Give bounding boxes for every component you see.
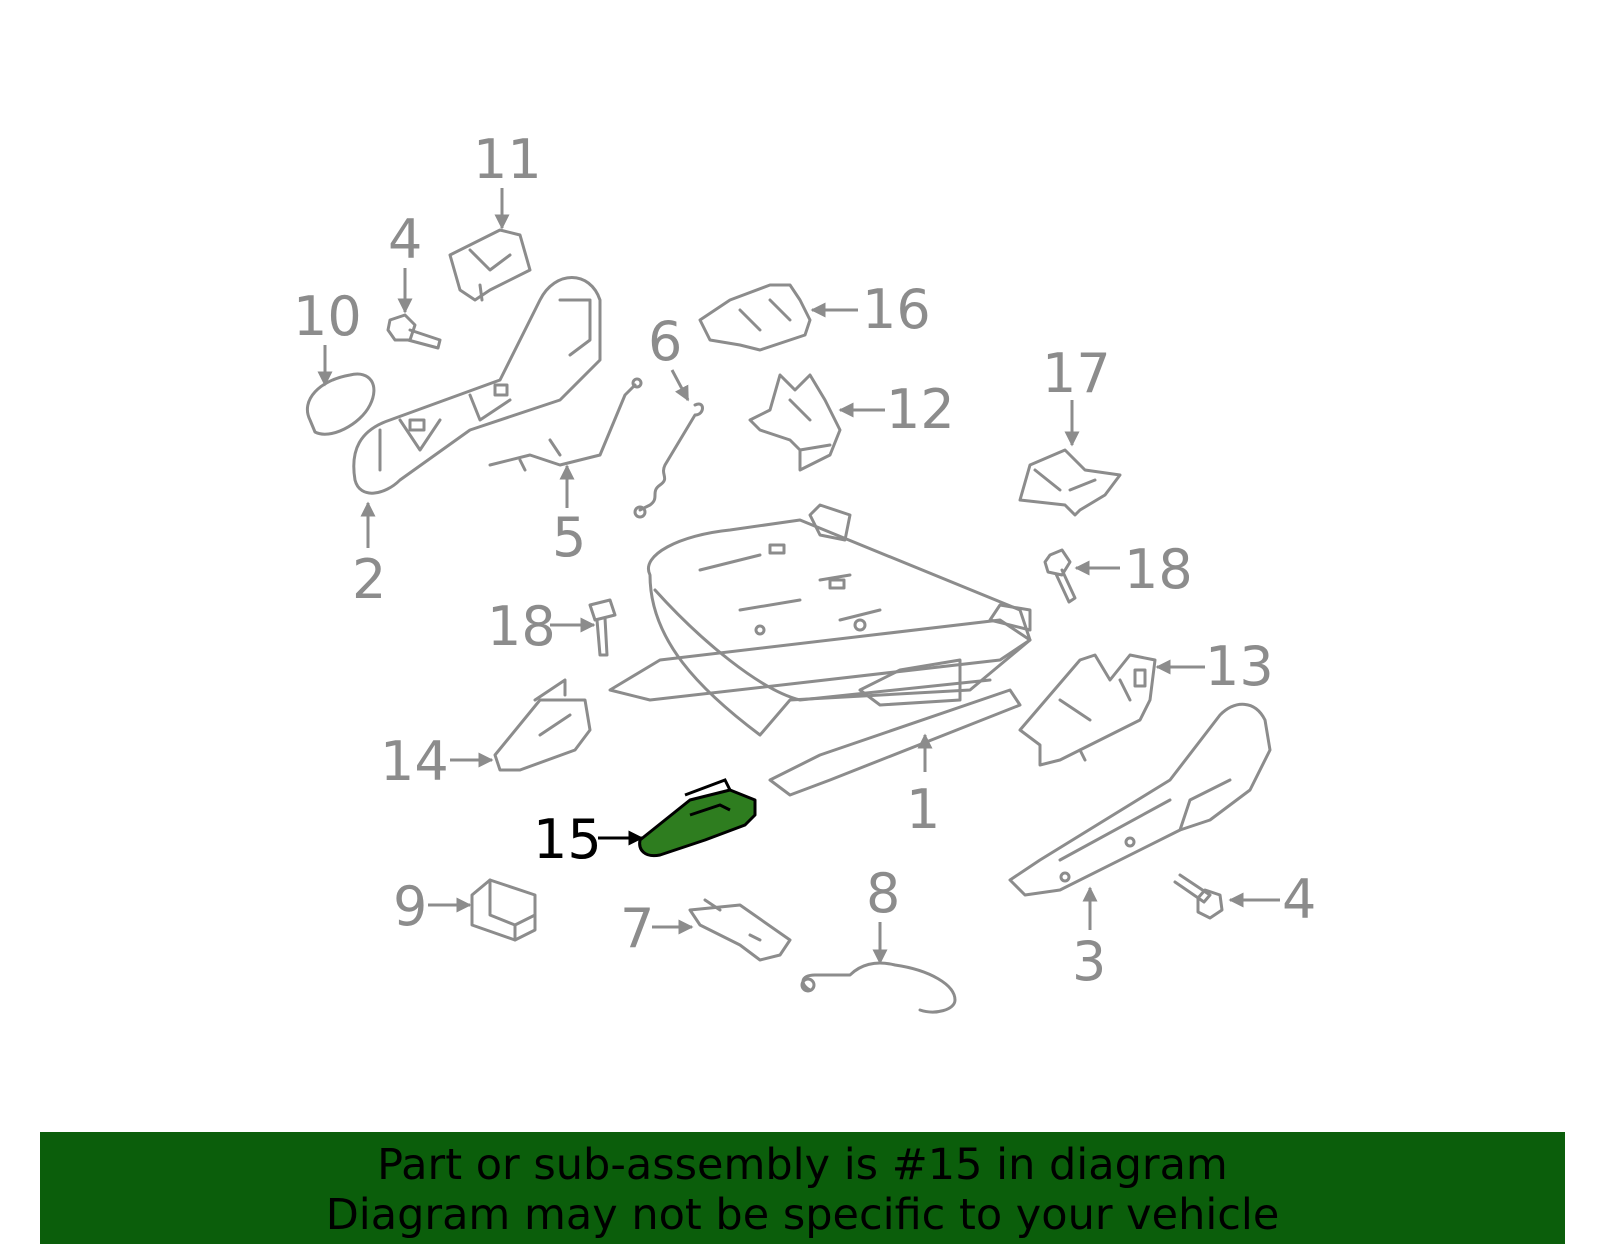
part-7-bracket (688, 898, 792, 962)
callout-2: 2 (352, 548, 386, 611)
callout-15: 15 (533, 808, 602, 871)
part-9-block (470, 878, 537, 942)
part-4-bolt-top (386, 313, 442, 350)
callout-17: 17 (1042, 342, 1111, 405)
info-banner: Part or sub-assembly is #15 in diagram D… (40, 1132, 1565, 1244)
callout-8: 8 (866, 862, 900, 925)
callout-13: 13 (1205, 635, 1274, 698)
callout-16: 16 (862, 278, 931, 341)
callout-5: 5 (552, 506, 586, 569)
part-18-bolt-left (588, 598, 617, 657)
part-11-bracket (448, 228, 532, 302)
callout-9: 9 (393, 875, 427, 938)
part-14-cover (493, 678, 592, 772)
part-18-bolt-right (1043, 548, 1077, 604)
part-8-wire (800, 961, 957, 1014)
callout-18a: 18 (487, 595, 556, 658)
part-1-seat-frame (608, 503, 1032, 797)
callout-11: 11 (473, 128, 542, 191)
callout-12: 12 (886, 378, 955, 441)
callout-4a: 4 (388, 208, 422, 271)
callout-14: 14 (380, 730, 449, 793)
part-17-bracket (1018, 448, 1122, 517)
part-4-bolt-bottom (1173, 873, 1224, 920)
callout-1: 1 (906, 778, 940, 841)
part-15-highlighted-cover[interactable] (638, 778, 757, 858)
callout-4b: 4 (1282, 868, 1316, 931)
callout-3: 3 (1072, 930, 1106, 993)
part-6-spring (633, 402, 704, 519)
part-16-bracket (698, 283, 812, 352)
banner-line-part: Part or sub-assembly is #15 in diagram (377, 1140, 1228, 1190)
part-3-side-cover (1008, 702, 1272, 897)
part-12-bracket (748, 373, 842, 472)
leader-6 (670, 369, 690, 402)
callout-7: 7 (620, 897, 654, 960)
part-13-bracket (1018, 653, 1157, 767)
callout-10: 10 (293, 285, 362, 348)
part-2-side-cover (352, 276, 602, 495)
part-10-cap (305, 372, 376, 436)
banner-line-disclaimer: Diagram may not be specific to your vehi… (325, 1190, 1280, 1240)
callout-6: 6 (648, 310, 682, 373)
part-5-rod (488, 377, 643, 472)
callout-18b: 18 (1124, 538, 1193, 601)
